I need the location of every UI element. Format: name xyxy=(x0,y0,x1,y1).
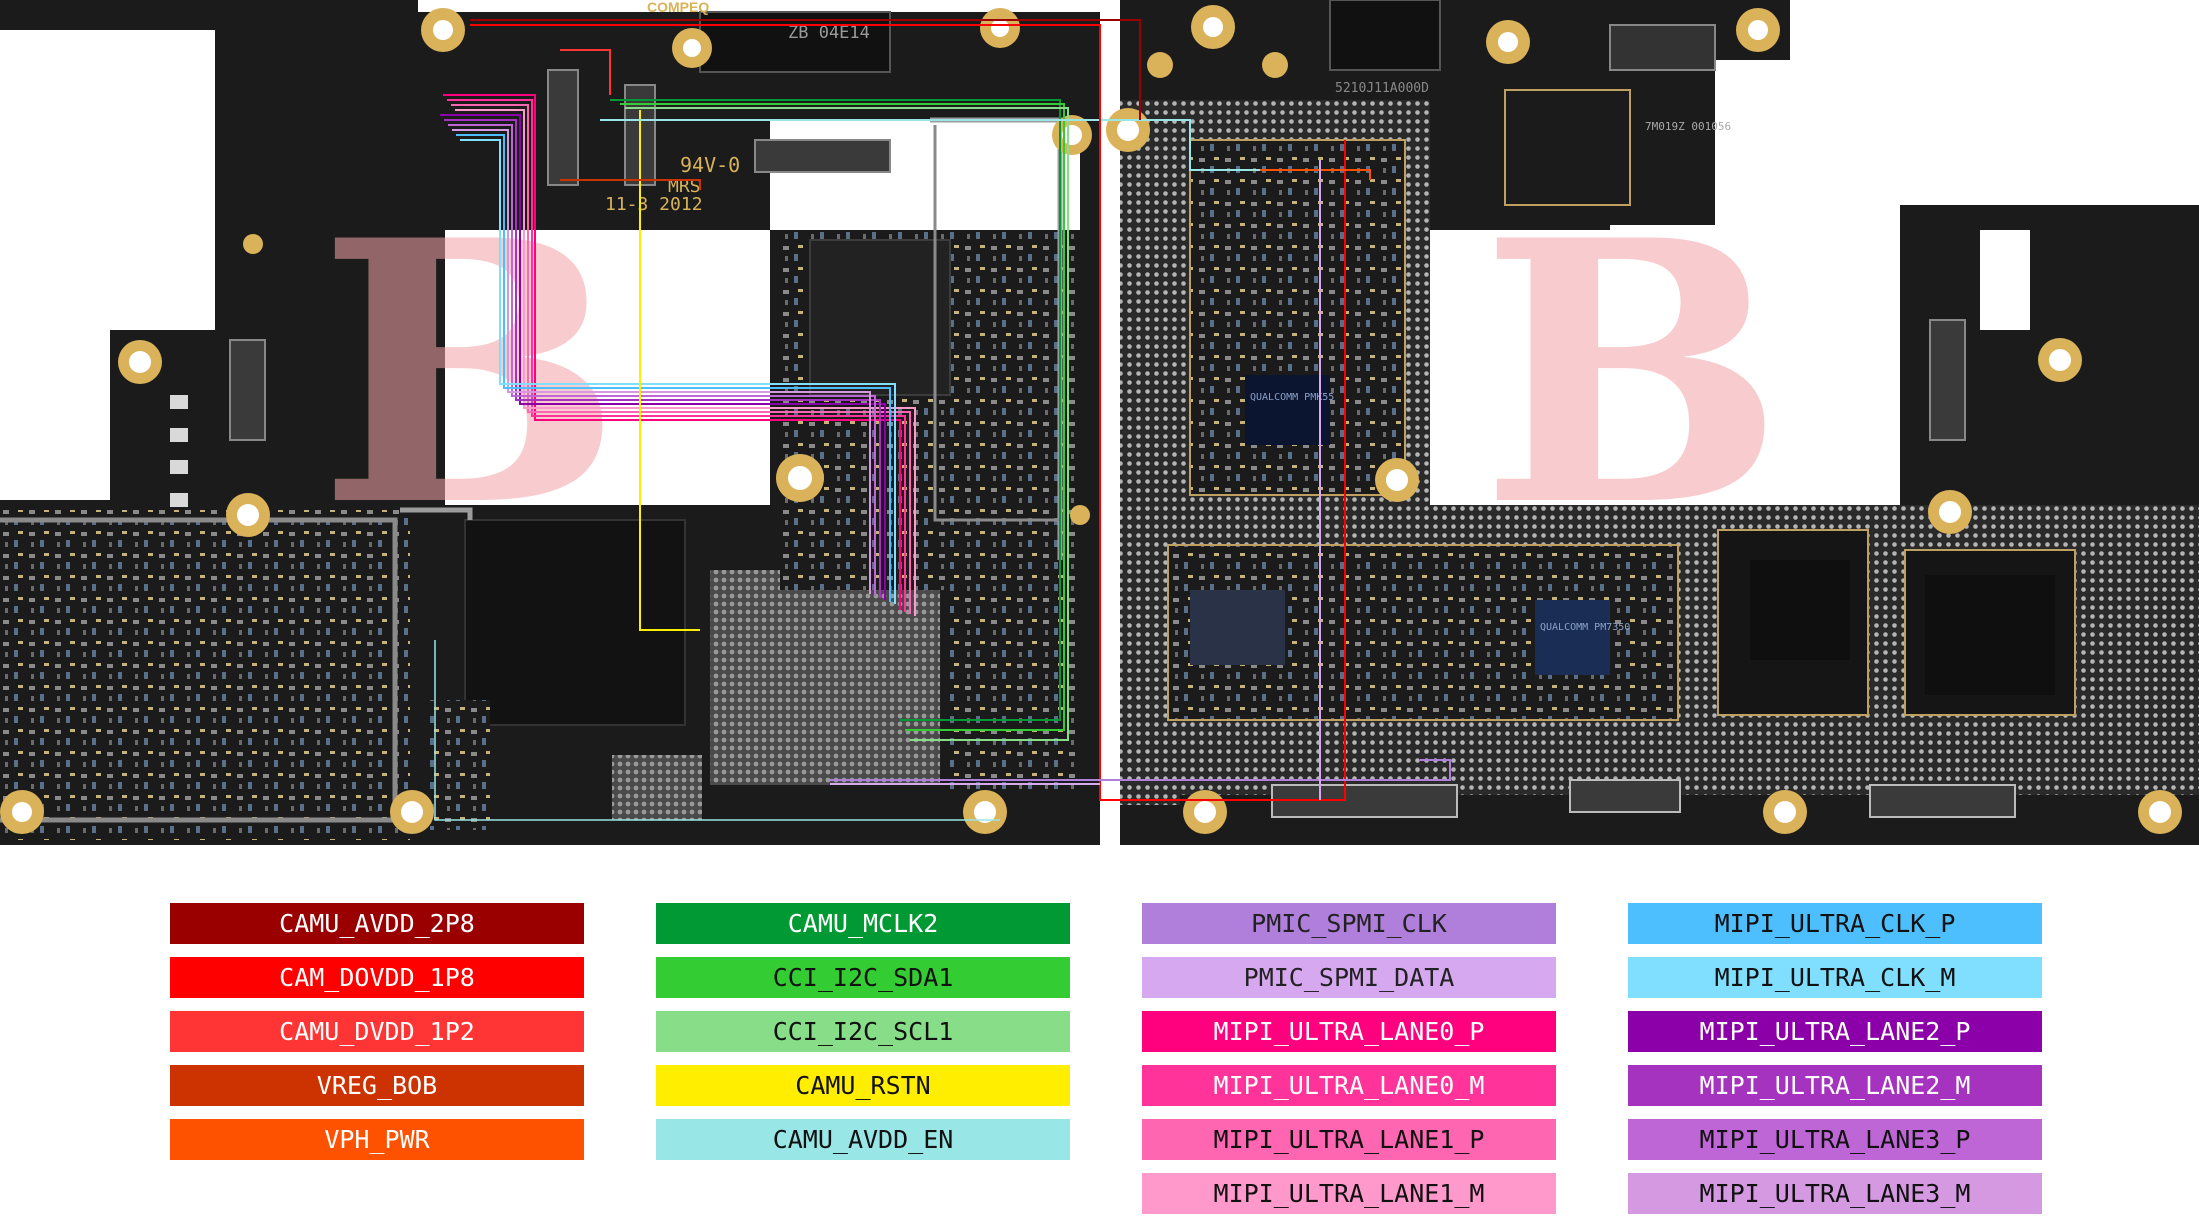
right-board: 5210J11A000D 7M019Z 001056 QUALCOMM PMK5… xyxy=(1106,0,2199,845)
legend-item-camu-rstn: CAMU_RSTN xyxy=(656,1065,1070,1106)
legend-label: CCI_I2C_SDA1 xyxy=(772,963,954,992)
legend-item-cci-i2c-sda1: CCI_I2C_SDA1 xyxy=(656,957,1070,998)
legend-item-camu-mclk2: CAMU_MCLK2 xyxy=(656,903,1070,944)
legend-item-cci-i2c-scl1: CCI_I2C_SCL1 xyxy=(656,1011,1070,1052)
legend-item-mipi-ultra-lane3-m: MIPI_ULTRA_LANE3_M xyxy=(1628,1173,2042,1214)
brand-mark: COMPEQ xyxy=(647,0,709,15)
legend-item-cam-dovdd-1p8: CAM_DOVDD_1P8 xyxy=(170,957,584,998)
legend-label: CAMU_RSTN xyxy=(795,1071,931,1100)
legend-item-pmic-spmi-data: PMIC_SPMI_DATA xyxy=(1142,957,1556,998)
legend-item-mipi-ultra-lane0-m: MIPI_ULTRA_LANE0_M xyxy=(1142,1065,1556,1106)
legend-label: MIPI_ULTRA_LANE1_M xyxy=(1213,1179,1485,1208)
signal-traces xyxy=(434,19,1451,821)
legend-item-mipi-ultra-lane0-p: MIPI_ULTRA_LANE0_P xyxy=(1142,1011,1556,1052)
legend-item-vreg-bob: VREG_BOB xyxy=(170,1065,584,1106)
legend-item-mipi-ultra-lane3-p: MIPI_ULTRA_LANE3_P xyxy=(1628,1119,2042,1160)
legend-item-mipi-ultra-lane1-m: MIPI_ULTRA_LANE1_M xyxy=(1142,1173,1556,1214)
legend-item-pmic-spmi-clk: PMIC_SPMI_CLK xyxy=(1142,903,1556,944)
legend-label: VPH_PWR xyxy=(324,1125,430,1154)
legend-item-camu-avdd-en: CAMU_AVDD_EN xyxy=(656,1119,1070,1160)
left-cutout xyxy=(0,30,215,500)
legend-label: MIPI_ULTRA_CLK_M xyxy=(1714,963,1956,992)
legend-label: CAMU_DVDD_1P2 xyxy=(279,1017,475,1046)
legend-label: MIPI_ULTRA_LANE2_M xyxy=(1699,1071,1971,1100)
legend-label: MIPI_ULTRA_LANE0_M xyxy=(1213,1071,1485,1100)
legend-label: MIPI_ULTRA_LANE3_M xyxy=(1699,1179,1971,1208)
legend-label: MIPI_ULTRA_LANE0_P xyxy=(1213,1017,1485,1046)
mrs-mark: MRS xyxy=(668,176,701,197)
left-board: COMPEQ ZB 04E14 94V-0 MRS 11-3 2012 xyxy=(0,0,1100,845)
legend-label: MIPI_ULTRA_LANE3_P xyxy=(1699,1125,1971,1154)
legend-label: CAMU_AVDD_2P8 xyxy=(279,909,475,938)
legend-label: CCI_I2C_SCL1 xyxy=(772,1017,954,1046)
date-code: 11-3 2012 xyxy=(605,194,703,215)
watermark-letter-right: B xyxy=(1480,162,1784,585)
legend-label: CAMU_AVDD_EN xyxy=(772,1125,954,1154)
rating: 94V-0 xyxy=(680,153,740,177)
legend-label: VREG_BOB xyxy=(316,1071,438,1100)
legend-item-mipi-ultra-clk-p: MIPI_ULTRA_CLK_P xyxy=(1628,903,2042,944)
legend-item-mipi-ultra-lane2-p: MIPI_ULTRA_LANE2_P xyxy=(1628,1011,2042,1052)
ic-marking-1: QUALCOMM PMK55 xyxy=(1250,392,1334,403)
legend-label: PMIC_SPMI_DATA xyxy=(1243,963,1455,992)
legend-item-camu-avdd-2p8: CAMU_AVDD_2P8 xyxy=(170,903,584,944)
chip-marking: ZB 04E14 xyxy=(788,23,870,43)
legend-label: MIPI_ULTRA_CLK_P xyxy=(1714,909,1956,938)
legend-label: CAM_DOVDD_1P8 xyxy=(279,963,475,992)
legend-item-vph-pwr: VPH_PWR xyxy=(170,1119,584,1160)
watermark-logo: B B xyxy=(318,162,1784,585)
legend-item-mipi-ultra-lane1-p: MIPI_ULTRA_LANE1_P xyxy=(1142,1119,1556,1160)
right-code: 7M019Z 001056 xyxy=(1645,120,1731,133)
legend-item-mipi-ultra-clk-m: MIPI_ULTRA_CLK_M xyxy=(1628,957,2042,998)
legend-label: CAMU_MCLK2 xyxy=(787,909,939,938)
legend-item-mipi-ultra-lane2-m: MIPI_ULTRA_LANE2_M xyxy=(1628,1065,2042,1106)
part-number: 5210J11A000D xyxy=(1335,81,1429,96)
legend-label: MIPI_ULTRA_LANE2_P xyxy=(1699,1017,1971,1046)
ic-marking-2: QUALCOMM PM7350 xyxy=(1540,622,1630,633)
legend-label: PMIC_SPMI_CLK xyxy=(1251,909,1447,938)
legend-item-camu-dvdd-1p2: CAMU_DVDD_1P2 xyxy=(170,1011,584,1052)
legend-label: MIPI_ULTRA_LANE1_P xyxy=(1213,1125,1485,1154)
watermark-letter-left: B xyxy=(318,162,622,585)
